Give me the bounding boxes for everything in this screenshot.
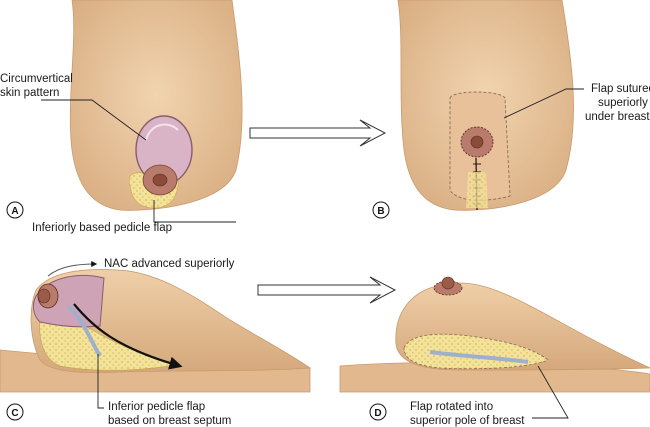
leader-a-pattern	[41, 99, 147, 141]
badge-c: C	[6, 403, 24, 421]
label-a-pedicle: Inferiorly based pedicle flap	[32, 222, 172, 234]
panel-a: Circumvertical skin pattern Inferiorly b…	[0, 0, 243, 234]
septum-c	[66, 304, 102, 358]
arrow-c-to-d	[257, 276, 397, 304]
panel-b: Flap sutured superiorly under breast B	[372, 0, 650, 219]
leader-d	[532, 365, 569, 419]
nipple-d	[441, 276, 455, 290]
badge-b: B	[372, 201, 390, 219]
label-d-line1: Flap rotated into	[410, 401, 493, 413]
arrow-a-to-b	[249, 119, 387, 147]
nipple-b	[470, 135, 484, 149]
label-b-line1: Flap sutured	[591, 83, 650, 95]
leader-c	[97, 354, 104, 409]
leader-b	[503, 88, 584, 119]
breast-a	[69, 0, 243, 211]
nipple-a	[152, 173, 168, 187]
label-a-line2: skin pattern	[0, 87, 59, 99]
nipple-c	[37, 288, 51, 304]
label-c-line1: Inferior pedicle flap	[108, 401, 205, 413]
svg-text:D: D	[374, 408, 381, 419]
badge-a: A	[6, 201, 24, 219]
label-b-line2: superiorly	[598, 97, 648, 109]
label-b-line3: under breast	[585, 111, 650, 123]
pattern-highlight-a	[145, 123, 179, 141]
fat-strip-b	[466, 172, 488, 208]
label-c-nac: NAC advanced superiorly	[104, 258, 235, 270]
advance-arrow-c	[47, 261, 98, 277]
svg-text:C: C	[11, 408, 18, 419]
label-a-line1: Circumvertical	[0, 73, 73, 85]
leader-a-pedicle	[153, 200, 236, 223]
svg-text:A: A	[11, 206, 18, 217]
svg-text:B: B	[377, 206, 384, 217]
label-d-line2: superior pole of breast	[410, 415, 525, 427]
label-c-line2: based on breast septum	[108, 415, 231, 427]
panel-d: Flap rotated into superior pole of breas…	[339, 276, 650, 427]
septum-d	[429, 350, 529, 364]
flap-curve-arrow-c	[73, 303, 183, 370]
panel-c: NAC advanced superiorly Inferior pedicle…	[0, 258, 312, 427]
badge-d: D	[369, 403, 387, 421]
